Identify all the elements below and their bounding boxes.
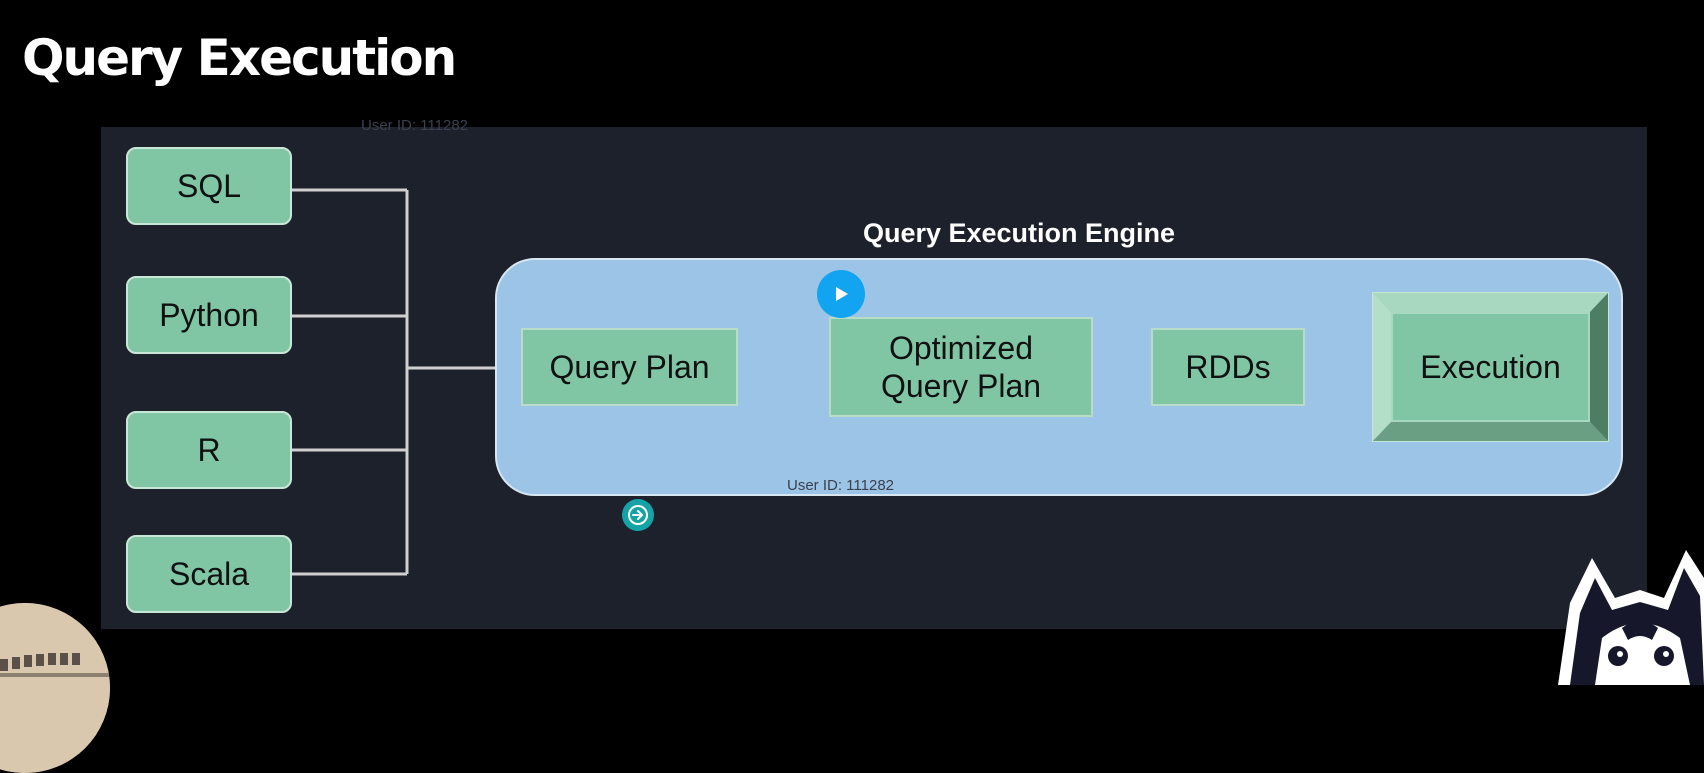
husky-mascot-icon bbox=[1558, 550, 1704, 685]
next-button[interactable] bbox=[622, 499, 654, 531]
stage-execution: Execution bbox=[1391, 312, 1590, 422]
user-id-watermark: User ID: 111282 bbox=[361, 117, 468, 134]
play-button[interactable] bbox=[817, 270, 865, 318]
slide-title: Query Execution bbox=[22, 29, 457, 87]
play-icon bbox=[836, 287, 848, 301]
stage-optimized-query-plan: Optimized Query Plan bbox=[829, 317, 1093, 417]
stage-rdds: RDDs bbox=[1151, 328, 1305, 406]
source-r: R bbox=[126, 411, 292, 489]
execution-bevel bbox=[1372, 292, 1609, 442]
user-id-watermark-2: User ID: 111282 bbox=[787, 477, 894, 494]
source-scala: Scala bbox=[126, 535, 292, 613]
source-python: Python bbox=[126, 276, 292, 354]
source-sql: SQL bbox=[126, 147, 292, 225]
arrow-right-circle-icon bbox=[628, 505, 648, 525]
stage-query-plan: Query Plan bbox=[521, 328, 738, 406]
